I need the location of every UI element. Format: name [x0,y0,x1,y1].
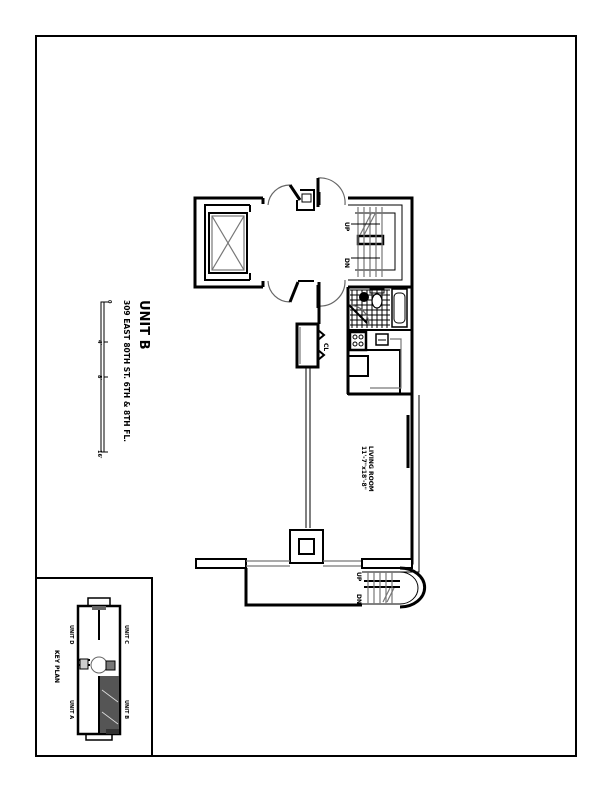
bathtub-icon [391,288,408,328]
key-plan-unit-b-highlight [100,676,119,733]
upper-stair-down-label: DN [343,258,350,268]
lower-stair-down-label: DN [355,594,362,604]
key-plan-unit-a: UNIT A [68,700,74,719]
scale-label-8: 8' [96,375,102,380]
partition-wall [305,367,311,528]
stove-icon [348,330,368,352]
sheet-border [35,35,577,757]
upper-stair: UP DN [343,196,414,289]
key-plan-title: KEY PLAN [53,650,60,683]
upper-stair-up-label: UP [343,222,350,232]
key-plan-unit-b: UNIT B [123,700,129,719]
closet-label: CL [322,343,329,351]
scale-label-4: 4' [96,340,102,345]
column [289,529,324,564]
key-plan-unit-c: UNIT C [123,625,129,644]
kitchen [346,330,412,396]
scale-label-0: 0 [106,300,112,304]
bathroom-tile-floor [350,289,390,328]
lobby-doors [267,177,346,308]
lower-stair: UP DN [355,566,427,609]
toilet-icon [371,293,383,309]
bathroom [346,287,412,340]
scale-bar: 0 4' 8' 16' [96,300,112,459]
scale-label-16: 16' [96,450,102,459]
living-room-label: LIVING ROOM 11'-7"x18'-8" [360,446,374,492]
lower-stair-up-label: UP [355,572,362,582]
unit-title: UNIT B [136,300,151,350]
closet: CL [295,322,329,369]
elevator [193,196,265,289]
window-wall [195,558,413,607]
key-plan: KEY PLAN UNIT A UNIT B UNIT C UNIT D [53,597,129,741]
sink-icon [359,292,369,302]
key-plan-unit-d: UNIT D [68,625,74,644]
address-line: 309 EAST 80TH ST. 6TH & 8TH FL. [122,300,131,442]
floor-plan: UP DN [193,177,427,609]
living-room-name: LIVING ROOM [367,446,374,492]
title-block: UNIT B 309 EAST 80TH ST. 6TH & 8TH FL. [122,300,151,442]
living-room-dimensions: 11'-7"x18'-8" [360,446,367,490]
exterior-walls [317,192,420,573]
key-plan-border [36,577,153,756]
